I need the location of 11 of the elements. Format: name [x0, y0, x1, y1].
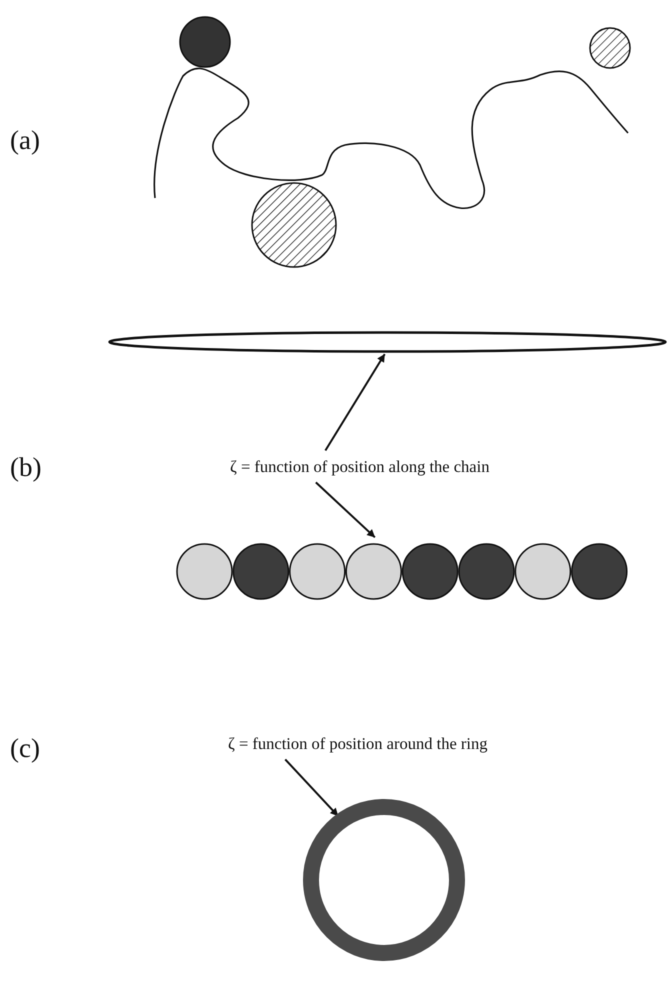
panel-label: (a) — [10, 124, 40, 156]
ellipse-outline — [108, 331, 667, 353]
bead-chain — [176, 543, 628, 600]
panel-label: (c) — [10, 732, 40, 764]
arrow — [315, 482, 376, 538]
ring-drawing — [302, 798, 466, 962]
annotation-text: ζ = function of position around the ring — [228, 733, 488, 755]
annotation-text: ζ = function of position along the chain — [230, 456, 490, 478]
panel-label: (b) — [10, 451, 42, 483]
arrow — [324, 354, 386, 452]
arrow — [284, 758, 339, 817]
